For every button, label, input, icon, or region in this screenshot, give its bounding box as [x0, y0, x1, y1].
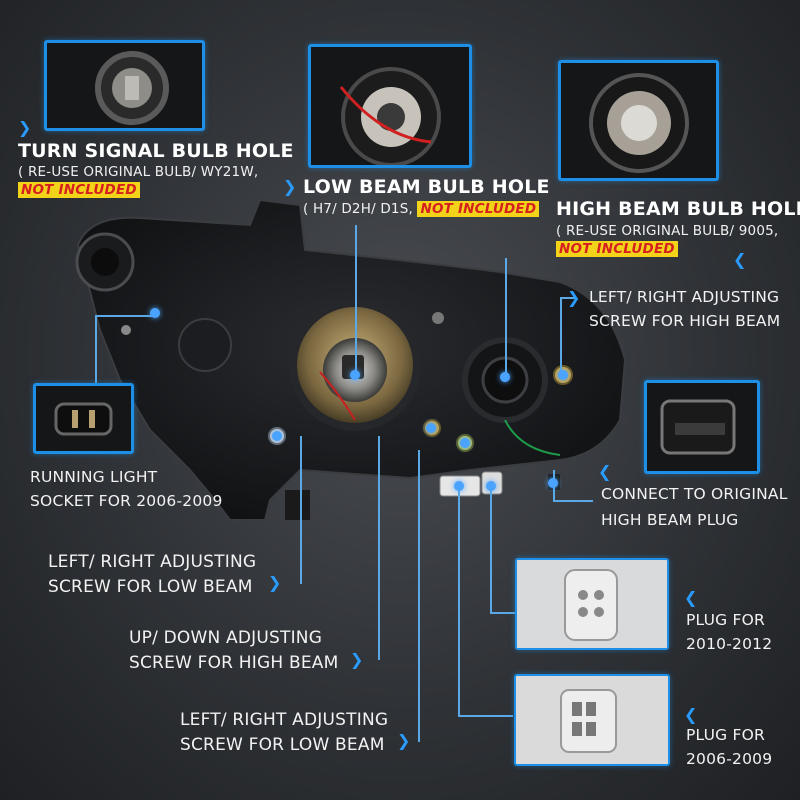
high-beam-title: HIGH BEAM BULB HOLE [556, 198, 800, 220]
high-beam-label: HIGH BEAM BULB HOLE ( RE-USE ORIGINAL BU… [556, 198, 800, 257]
turn-signal-label: TURN SIGNAL BULB HOLE ( RE-USE ORIGINAL … [18, 140, 294, 198]
chevron-right-icon: ❯ [283, 177, 297, 196]
marker-dot [426, 423, 436, 433]
leader-line [490, 490, 492, 612]
chevron-right-icon: ❯ [397, 731, 411, 750]
high-beam-ud-screw-label: UP/ DOWN ADJUSTING SCREW FOR HIGH BEAM [129, 628, 339, 673]
plug-2010-2012-label: PLUG FOR 2010-2012 [686, 611, 773, 653]
leader-line [505, 258, 507, 378]
not-included-badge: NOT INCLUDED [556, 241, 678, 257]
leader-line [95, 315, 97, 385]
marker-dot [486, 481, 496, 491]
low-beam-title: LOW BEAM BULB HOLE [303, 176, 550, 198]
marker-dot [460, 438, 470, 448]
leader-line [300, 436, 302, 584]
plug-2006-2009-label: PLUG FOR 2006-2009 [686, 726, 773, 768]
low-beam-socket-photo [308, 44, 472, 168]
chevron-right-icon: ❯ [567, 288, 581, 307]
chevron-right-icon: ❯ [268, 573, 282, 592]
marker-dot [500, 372, 510, 382]
chevron-left-icon: ❮ [684, 705, 698, 724]
not-included-badge: NOT INCLUDED [18, 182, 140, 198]
plug-2006-2009-photo [514, 674, 670, 766]
marker-dot [272, 431, 282, 441]
connect-plug-label: CONNECT TO ORIGINAL HIGH BEAM PLUG [601, 485, 788, 529]
leader-line [560, 297, 562, 372]
chevron-left-icon: ❮ [733, 250, 747, 269]
not-included-badge: NOT INCLUDED [417, 201, 540, 217]
turn-signal-title: TURN SIGNAL BULB HOLE [18, 140, 294, 162]
running-light-socket-photo [33, 383, 134, 454]
high-beam-plug-photo [644, 380, 760, 474]
turn-signal-socket-photo [44, 40, 205, 131]
high-beam-sub: ( RE-USE ORIGINAL BULB/ 9005, [556, 223, 779, 239]
plug-2010-2012-photo [515, 558, 669, 650]
leader-line [560, 297, 575, 299]
chevron-left-icon: ❮ [598, 462, 612, 481]
leader-line [418, 450, 420, 742]
low-beam-label: LOW BEAM BULB HOLE ( H7/ D2H/ D1S, NOT I… [303, 176, 550, 217]
marker-dot [150, 308, 160, 318]
low-beam-lr-screw-label-2: LEFT/ RIGHT ADJUSTING SCREW FOR LOW BEAM [180, 710, 389, 755]
leader-line [553, 500, 593, 502]
low-beam-lr-screw-label-1: LEFT/ RIGHT ADJUSTING SCREW FOR LOW BEAM [48, 552, 257, 597]
leader-line [378, 436, 380, 660]
high-beam-socket-photo [558, 60, 719, 181]
leader-line [355, 225, 357, 375]
high-beam-lr-screw-label: LEFT/ RIGHT ADJUSTING SCREW FOR HIGH BEA… [589, 288, 781, 330]
leader-line [458, 715, 513, 717]
turn-signal-sub: ( RE-USE ORIGINAL BULB/ WY21W, [18, 164, 259, 180]
marker-dot [350, 370, 360, 380]
chevron-left-icon: ❮ [684, 588, 698, 607]
leader-line [458, 490, 460, 715]
chevron-right-icon: ❯ [18, 118, 32, 137]
marker-dot [454, 481, 464, 491]
low-beam-sub: ( H7/ D2H/ D1S, [303, 201, 413, 217]
chevron-right-icon: ❯ [350, 650, 364, 669]
leader-line [95, 315, 155, 317]
running-light-label: RUNNING LIGHT SOCKET FOR 2006-2009 [30, 468, 223, 510]
marker-dot [548, 478, 558, 488]
marker-dot [558, 370, 568, 380]
leader-line [490, 612, 515, 614]
